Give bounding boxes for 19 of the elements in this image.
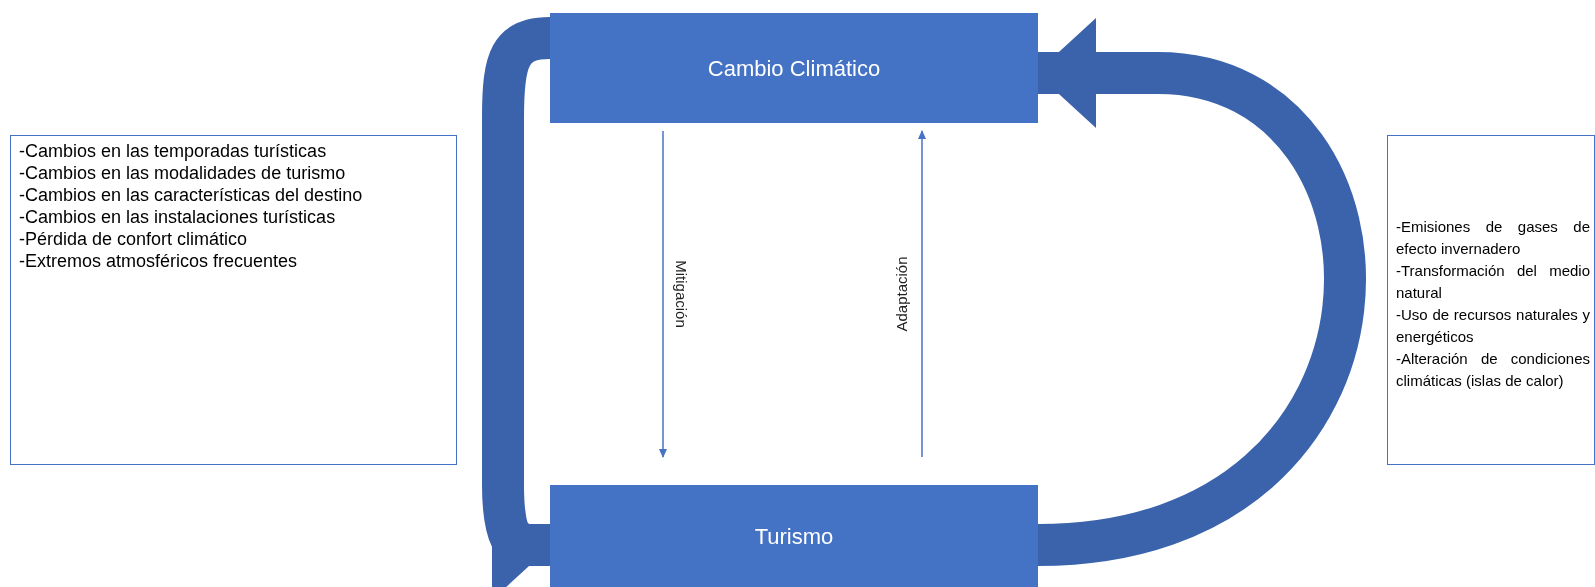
arrow [659,130,667,458]
list-item: -Pérdida de confort climático [19,228,249,250]
list-item: -Transformación del medio natural [1396,261,1590,303]
list-item: -Alteración de condiciones climáticas (islas de calor) [1396,349,1590,391]
list-item: -Extremos atmosféricos frecuentes [19,250,299,272]
list-item: -Cambios en las características del destino [19,184,364,206]
box-title: Turismo [754,522,834,551]
process-box [550,485,1038,587]
box-title: Cambio Climático [707,54,881,83]
list-item: -Cambios en las temporadas turísticas [19,140,328,162]
process-box [550,13,1038,123]
text-box [10,135,457,465]
curved-arrow [482,17,552,587]
list-item: -Cambios en las modalidades de turismo [19,162,347,184]
list-item: -Cambios en las instalaciones turísticas [19,206,337,228]
arrow [918,130,926,458]
list-item: -Emisiones de gases de efecto invernadero [1396,217,1590,259]
list-item: -Uso de recursos naturales y energéticos [1396,305,1590,347]
text-box [1387,135,1595,465]
